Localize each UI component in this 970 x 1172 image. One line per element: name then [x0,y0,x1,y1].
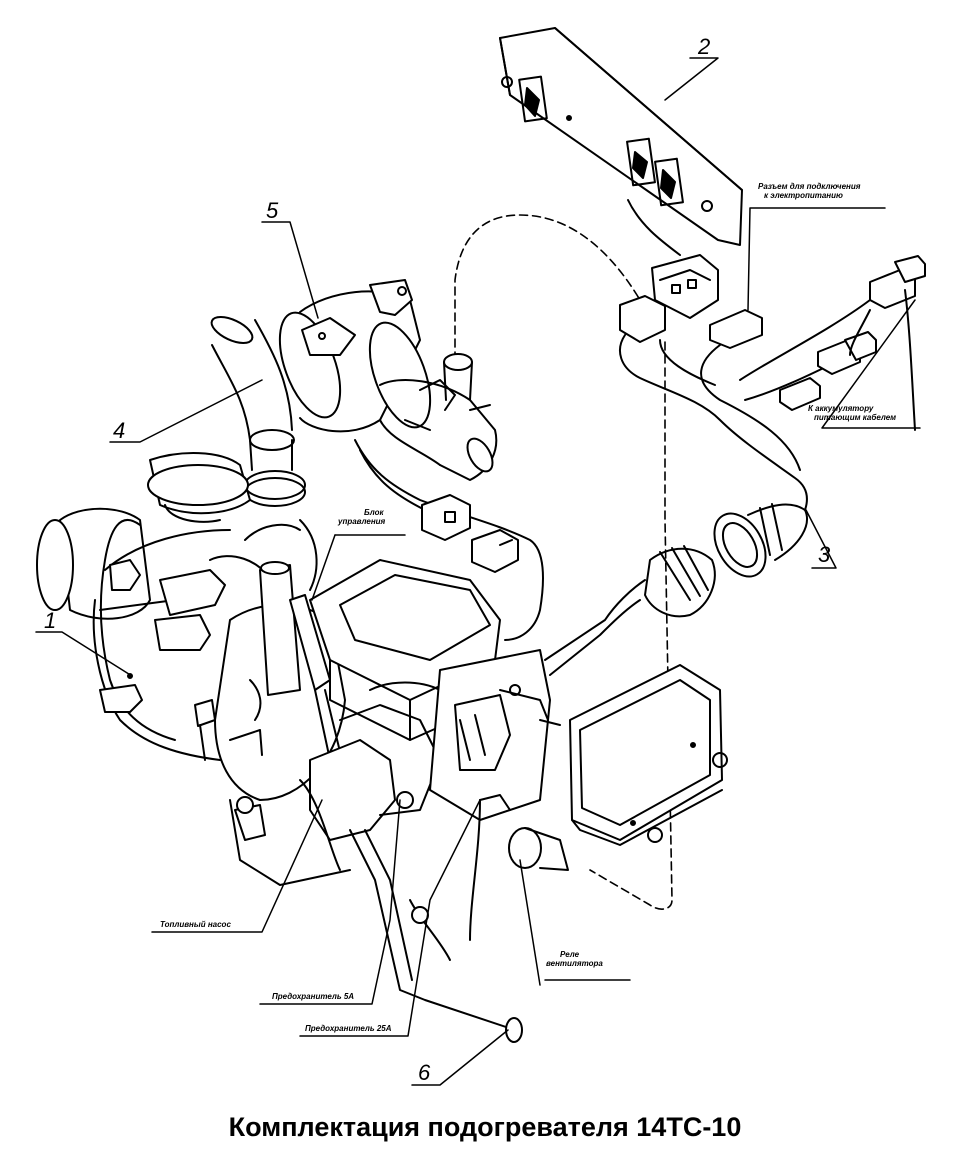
callout-1: 1 [44,608,57,633]
label-fuse-25a: Предохранитель 25А [305,1024,392,1033]
dashed-lead-lines [454,214,673,910]
label-control-block-line2: управления [338,517,386,526]
callout-6: 6 [418,1060,431,1085]
harness-connector-boot [544,503,808,676]
callout-3: 3 [818,542,831,567]
label-fuse-5a: Предохранитель 5А [272,992,355,1001]
callout-4: 4 [113,418,126,443]
figure-caption: Комплектация подогревателя 14ТС-10 [228,1112,742,1142]
label-power-connector-line2: к электропитанию [764,191,843,200]
wiring-harness [619,254,926,511]
control-block [309,559,501,741]
relay-housing [569,664,728,846]
air-intake-elbow [210,316,306,507]
fuel-pump-assembly [289,594,523,1043]
fan-motor-pump [278,279,544,641]
label-fan-relay-line2: вентилятора [546,959,603,968]
label-power-connector-line1: Разъем для подключения [758,182,861,191]
harness-plugs [421,494,519,573]
label-fan-relay-line1: Реле [560,950,580,959]
callout-5: 5 [266,198,279,223]
label-battery-cable: К аккумулятору питающим кабелем [808,404,896,422]
leader-lines [35,57,921,1086]
label-battery-cable-line1: К аккумулятору [808,404,874,413]
label-control-block-line1: Блок [364,508,384,517]
relay-and-fuses [429,649,569,941]
label-fan-relay: Реле вентилятора [546,950,603,968]
label-control-block: Блок управления [338,508,385,526]
control-panel [499,27,743,256]
label-battery-cable-line2: питающим кабелем [814,413,897,422]
label-fuel-pump: Топливный насос [160,920,231,929]
heater-body [36,452,351,886]
callout-2: 2 [698,34,711,59]
label-power-connector: Разъем для подключения к электропитанию [758,182,860,200]
